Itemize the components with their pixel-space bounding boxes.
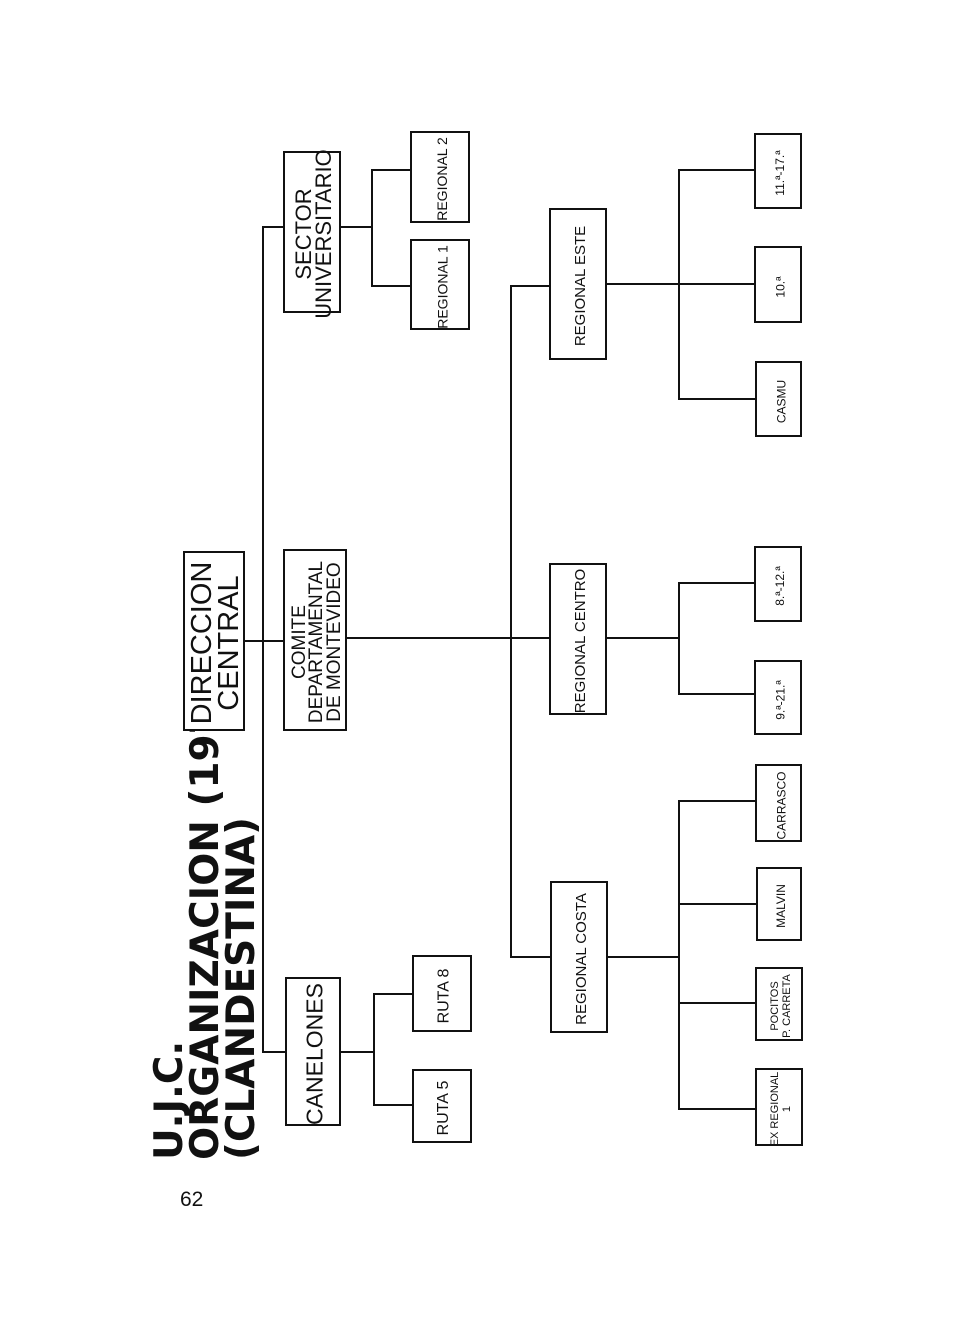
node-label: REGIONAL ESTE bbox=[571, 225, 589, 347]
node-label: CANELONES bbox=[301, 982, 328, 1125]
node-10: 10.ª bbox=[754, 246, 802, 323]
node-label: REGIONAL 2 bbox=[434, 137, 450, 221]
node-malvin: MALVIN bbox=[756, 867, 802, 941]
connector-line bbox=[244, 640, 284, 642]
connector-line bbox=[340, 226, 373, 228]
connector-line bbox=[371, 169, 373, 287]
connector-line bbox=[262, 1051, 286, 1053]
connector-line bbox=[340, 1051, 375, 1053]
node-regional-centro: REGIONAL CENTRO bbox=[549, 563, 607, 715]
connector-line bbox=[608, 956, 680, 958]
node-ruta-5: RUTA 5 bbox=[412, 1069, 472, 1143]
connector-line bbox=[262, 226, 264, 1053]
node-canelones: CANELONES bbox=[285, 977, 341, 1126]
node-pocitos-p-carreta: POCITOS P. CARRETA bbox=[755, 967, 803, 1041]
node-label: MALVIN bbox=[774, 884, 788, 928]
node-regional-1: REGIONAL 1 bbox=[410, 239, 470, 330]
connector-line bbox=[510, 956, 551, 958]
node-label: RUTA 5 bbox=[435, 1080, 452, 1136]
node-11-17: 11.ª-17.ª bbox=[754, 133, 802, 209]
node-label: SECTOR UNIVERSITARIO bbox=[290, 149, 336, 319]
connector-line bbox=[678, 169, 754, 171]
node-label: 10.ª bbox=[773, 275, 787, 298]
node-9-21: 9.ª-21.ª bbox=[754, 660, 802, 735]
node-label: RUTA 8 bbox=[435, 968, 452, 1023]
node-label: CARRASCO bbox=[773, 771, 788, 840]
connector-line bbox=[678, 283, 754, 285]
connector-line bbox=[678, 582, 680, 695]
connector-line bbox=[346, 637, 550, 639]
node-direccion-central: DIRECCION CENTRAL bbox=[183, 551, 245, 731]
node-sector-universitario: SECTOR UNIVERSITARIO bbox=[283, 149, 341, 319]
connector-line bbox=[678, 1108, 755, 1110]
page-number: 62 bbox=[180, 1188, 204, 1211]
node-comite-departamental: COMITE DEPARTAMENTAL DE MONTEVIDEO bbox=[283, 549, 347, 731]
node-label: EX REGIONAL 1 bbox=[768, 1071, 793, 1147]
connector-line bbox=[262, 226, 284, 228]
title-line-3: (CLANDESTINA) bbox=[219, 817, 264, 1160]
node-carrasco: CARRASCO bbox=[755, 764, 802, 842]
connector-line bbox=[373, 993, 413, 995]
node-label: REGIONAL COSTA bbox=[572, 893, 590, 1025]
node-label: 8.ª-12.ª bbox=[773, 566, 787, 606]
connector-line bbox=[678, 582, 755, 584]
node-regional-2: REGIONAL 2 bbox=[410, 131, 470, 223]
node-label: COMITE DEPARTAMENTAL DE MONTEVIDEO bbox=[288, 560, 345, 724]
node-label: POCITOS P. CARRETA bbox=[768, 974, 793, 1038]
connector-line bbox=[371, 285, 411, 287]
connector-line bbox=[678, 903, 756, 905]
node-regional-este: REGIONAL ESTE bbox=[549, 208, 607, 360]
connector-line bbox=[371, 169, 411, 171]
node-label: REGIONAL CENTRO bbox=[571, 568, 589, 714]
connector-line bbox=[607, 283, 680, 285]
node-label: 11.ª-17.ª bbox=[773, 150, 787, 196]
connector-line bbox=[678, 398, 755, 400]
node-label: REGIONAL 1 bbox=[434, 244, 450, 329]
node-regional-costa: REGIONAL COSTA bbox=[550, 881, 608, 1033]
connector-line bbox=[373, 1104, 413, 1106]
connector-line bbox=[607, 637, 680, 639]
node-ex-regional-1: EX REGIONAL 1 bbox=[755, 1068, 803, 1146]
connector-line bbox=[510, 285, 512, 958]
connector-line bbox=[678, 1002, 755, 1004]
node-label: DIRECCION CENTRAL bbox=[186, 561, 245, 725]
node-label: 9.ª-21.ª bbox=[773, 679, 787, 720]
connector-line bbox=[678, 693, 755, 695]
connector-line bbox=[510, 285, 550, 287]
connector-line bbox=[373, 993, 375, 1106]
connector-line bbox=[678, 800, 755, 802]
node-ruta-8: RUTA 8 bbox=[412, 955, 472, 1032]
node-label: CASMU bbox=[773, 379, 788, 423]
connector-line bbox=[678, 800, 680, 1110]
node-casmu: CASMU bbox=[755, 361, 802, 437]
node-8-12: 8.ª-12.ª bbox=[754, 546, 802, 622]
